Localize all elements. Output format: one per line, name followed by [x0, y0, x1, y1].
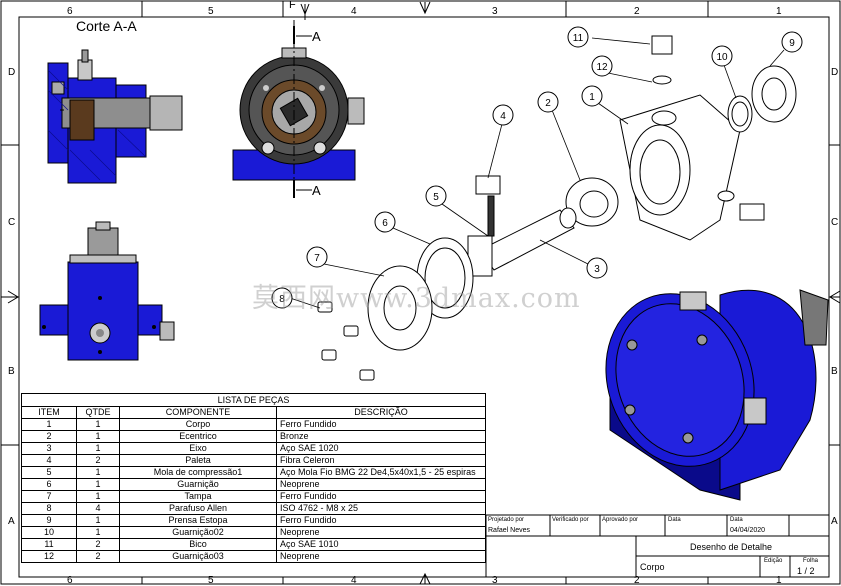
section-view-title: Corte A-A [76, 18, 137, 34]
date-value: 04/04/2020 [730, 527, 766, 534]
zone-col-2-bottom: 2 [634, 575, 640, 586]
balloon-9-label: 9 [789, 38, 795, 49]
balloon-4-label: 4 [500, 111, 506, 122]
zone-row-b-right: B [831, 366, 838, 377]
front-view [232, 3, 365, 200]
zone-col-5-bottom: 5 [208, 575, 214, 586]
balloon-7: 7 [306, 246, 328, 268]
balloon-1: 1 [581, 85, 603, 107]
zone-row-a-right: A [831, 516, 838, 527]
exploded-view [317, 35, 797, 381]
isometric-view [605, 289, 829, 501]
part-name: Corpo [640, 562, 665, 572]
balloon-10: 10 [711, 45, 733, 67]
balloon-11: 11 [567, 26, 589, 48]
sheet-label: Folha [803, 558, 819, 564]
balloon-8: 8 [271, 287, 293, 309]
zone-col-1-bottom: 1 [776, 575, 782, 586]
zone-col-4-bottom: 4 [351, 575, 357, 586]
parts-list-table: LISTA DE PEÇAS ITEM QTDE COMPONENTE DESC… [21, 393, 486, 563]
qtde-cell: 2 [76, 550, 120, 563]
section-marker-top: A [312, 29, 321, 44]
zone-row-d-right: D [831, 67, 839, 78]
section-view [47, 49, 183, 184]
edition-label: Edição [764, 558, 783, 564]
zone-col-4-top: 4 [351, 6, 357, 17]
descricao-cell: Neoprene [276, 550, 486, 563]
checked-by-label: Verificado por [552, 517, 589, 523]
zone-col-2-top: 2 [634, 6, 640, 17]
zone-row-c-left: C [8, 217, 16, 228]
date-label: Data [730, 517, 743, 523]
designed-by-label: Projetado por [488, 517, 525, 523]
balloon-12: 12 [591, 55, 613, 77]
balloon-11-label: 11 [573, 33, 584, 44]
balloon-6: 6 [374, 211, 396, 233]
approval-date-label: Data [668, 517, 681, 523]
balloon-3: 3 [586, 257, 608, 279]
section-marker-bottom: A [312, 183, 321, 198]
approved-by-label: Aprovado por [602, 517, 639, 523]
balloon-6-label: 6 [382, 218, 388, 229]
balloon-9: 9 [781, 31, 803, 53]
zone-col-3-bottom: 3 [492, 575, 498, 586]
balloon-7-label: 7 [314, 253, 320, 264]
zone-col-6-top: 6 [67, 6, 73, 17]
watermark: 莫西网www.3dmax.com [252, 283, 581, 314]
balloon-10-label: 10 [716, 52, 728, 63]
drawing-title: Desenho de Detalhe [690, 542, 773, 552]
zone-row-d-left: D [8, 67, 16, 78]
balloon-5-label: 5 [433, 192, 439, 203]
zone-col-3-top: 3 [492, 6, 498, 17]
balloon-12-label: 12 [596, 62, 608, 73]
balloon-3-label: 3 [594, 264, 600, 275]
balloon-8-label: 8 [279, 294, 285, 305]
balloon-1-label: 1 [589, 92, 595, 103]
zone-row-b-left: B [8, 366, 15, 377]
section-cut-label-f: F [289, 0, 296, 11]
balloon-2: 2 [537, 91, 559, 113]
designed-by-value: Rafael Neves [488, 527, 531, 534]
zone-col-6-bottom: 6 [67, 575, 73, 586]
balloon-2-label: 2 [545, 98, 551, 109]
zone-row-a-left: A [8, 516, 15, 527]
zone-col-5-top: 5 [208, 6, 214, 17]
top-view [39, 221, 175, 361]
parts-list-header: ITEM QTDE COMPONENTE DESCRIÇÃO [21, 406, 486, 419]
balloon-4: 4 [492, 104, 514, 126]
zone-row-c-right: C [831, 217, 839, 228]
centering-marks [7, 1, 841, 585]
zone-col-1-top: 1 [776, 6, 782, 17]
balloon-5: 5 [425, 185, 447, 207]
sheet-number: 1 / 2 [797, 566, 815, 576]
